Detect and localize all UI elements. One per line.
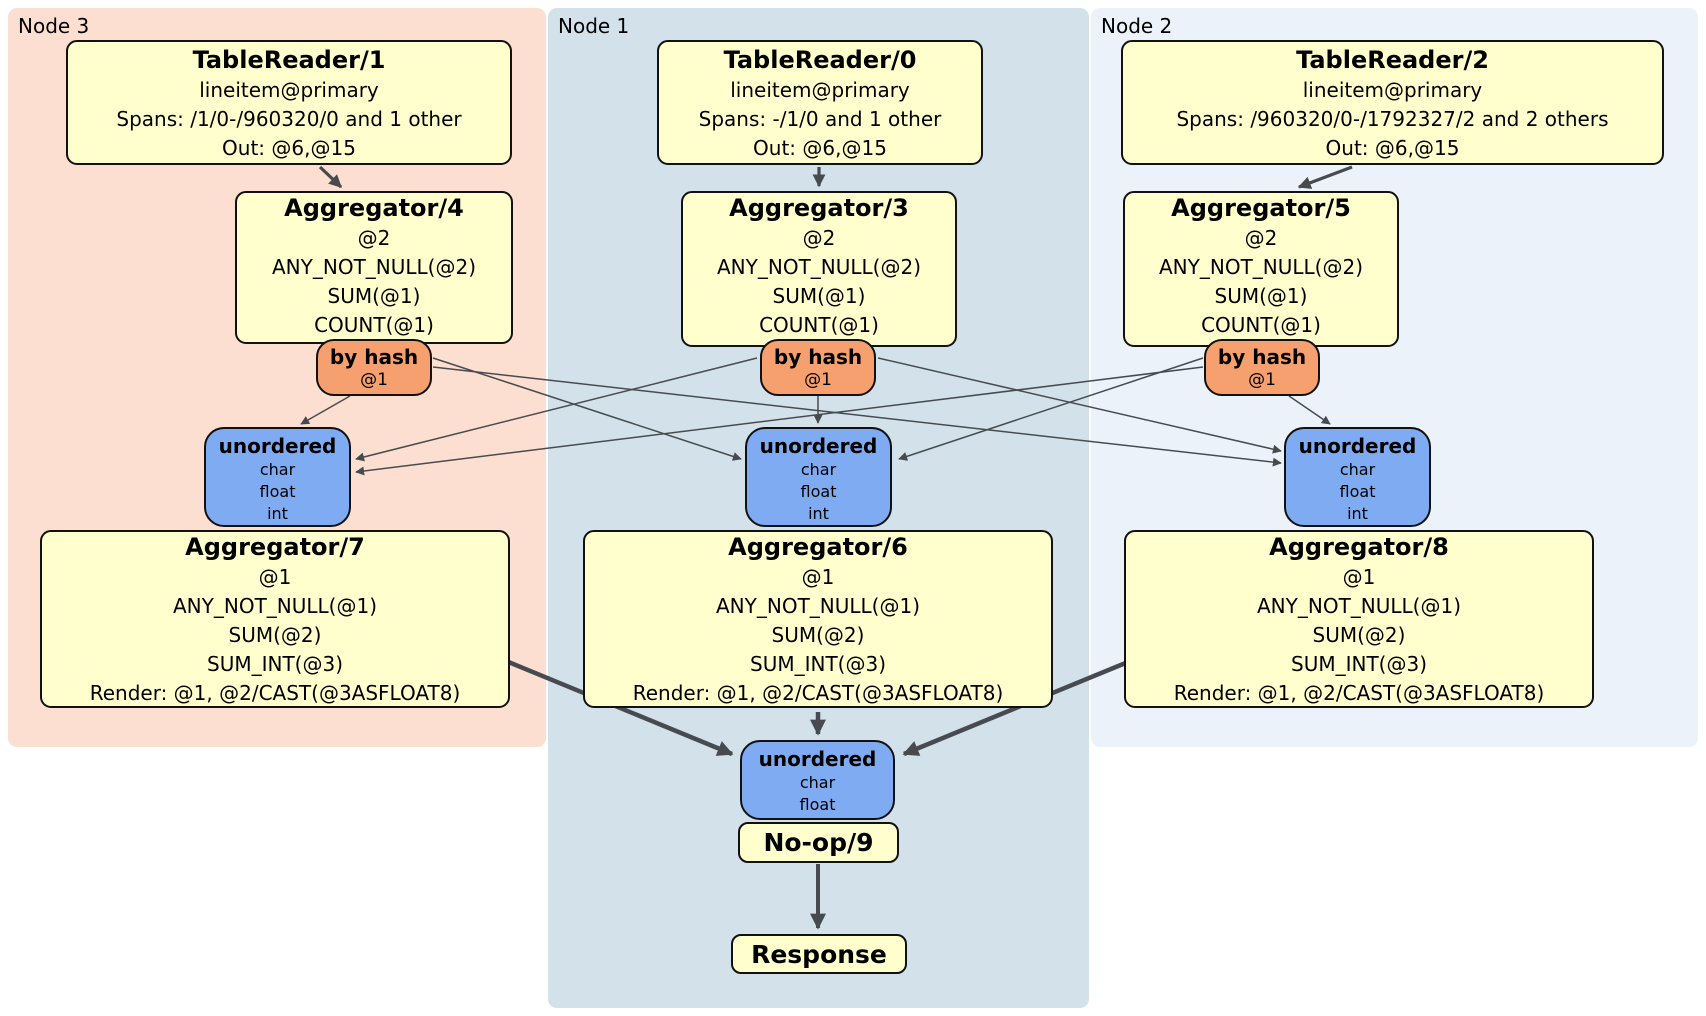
- node-detail: Out: @6,@15: [222, 136, 356, 160]
- router-title: by hash: [1217, 345, 1307, 369]
- node-detail: Render: @1, @2/CAST(@3ASFLOAT8): [89, 681, 461, 705]
- edge-hashM-syncR: [877, 357, 1282, 454]
- node-detail: SUM(@1): [1214, 284, 1308, 308]
- sync-type: char: [259, 460, 296, 479]
- edge-hashL-syncM: [432, 357, 742, 461]
- sync-title: unordered: [758, 747, 877, 771]
- sync-unordered-right: unordered char float int: [1284, 427, 1431, 527]
- sync-title: unordered: [218, 434, 337, 458]
- node-detail: @2: [1244, 226, 1278, 250]
- router-title: by hash: [329, 345, 419, 369]
- node-title: TableReader/1: [192, 46, 386, 74]
- router-key: @1: [804, 370, 832, 390]
- node-title: Aggregator/3: [729, 194, 909, 222]
- node-detail: SUM(@1): [327, 284, 421, 308]
- node-detail: SUM_INT(@3): [1291, 652, 1427, 676]
- sync-type: float: [800, 482, 837, 501]
- node-detail: @1: [1342, 565, 1376, 589]
- node-detail: COUNT(@1): [759, 313, 879, 337]
- sync-type: float: [1339, 482, 1376, 501]
- sync-type: float: [799, 795, 836, 814]
- router-by-hash-left: by hash @1: [316, 339, 432, 396]
- node-detail: Spans: /960320/0-/1792327/2 and 2 others: [1176, 107, 1609, 131]
- panel-node-2-label: Node 2: [1101, 14, 1173, 38]
- node-title: Aggregator/4: [284, 194, 464, 222]
- node-detail: @1: [258, 565, 292, 589]
- node-title: Aggregator/8: [1269, 533, 1449, 561]
- edge-tr1-agg4: [318, 165, 343, 189]
- sync-type: int: [1347, 504, 1368, 523]
- node-tablereader-1: TableReader/1 lineitem@primary Spans: /1…: [66, 40, 512, 165]
- node-detail: Out: @6,@15: [753, 136, 887, 160]
- node-detail: Render: @1, @2/CAST(@3ASFLOAT8): [632, 681, 1004, 705]
- node-tablereader-0: TableReader/0 lineitem@primary Spans: -/…: [657, 40, 983, 165]
- sync-unordered-middle: unordered char float int: [745, 427, 892, 527]
- sync-type: char: [799, 773, 836, 792]
- node-detail: ANY_NOT_NULL(@1): [173, 594, 377, 618]
- node-detail: ANY_NOT_NULL(@2): [717, 255, 921, 279]
- router-key: @1: [1248, 370, 1276, 390]
- sync-unordered-final: unordered char float: [740, 740, 895, 820]
- node-aggregator-4: Aggregator/4 @2 ANY_NOT_NULL(@2) SUM(@1)…: [235, 191, 513, 344]
- sync-title: unordered: [759, 434, 878, 458]
- panel-node-1-label: Node 1: [558, 14, 630, 38]
- node-detail: Spans: -/1/0 and 1 other: [698, 107, 942, 131]
- node-detail: SUM(@2): [771, 623, 865, 647]
- edge-hashR-syncM: [898, 357, 1204, 461]
- edge-hashR-syncL: [355, 366, 1204, 476]
- sync-unordered-left: unordered char float int: [204, 427, 351, 527]
- node-title: TableReader/2: [1296, 46, 1489, 74]
- router-title: by hash: [773, 345, 863, 369]
- sync-type: int: [808, 504, 829, 523]
- edge-agg8-syncFinal: [902, 659, 1129, 757]
- node-detail: ANY_NOT_NULL(@1): [716, 594, 920, 618]
- node-title: Aggregator/6: [728, 533, 908, 561]
- node-detail: COUNT(@1): [314, 313, 434, 337]
- node-detail: @2: [802, 226, 836, 250]
- node-detail: SUM(@2): [1312, 623, 1406, 647]
- node-detail: @1: [801, 565, 835, 589]
- node-aggregator-5: Aggregator/5 @2 ANY_NOT_NULL(@2) SUM(@1)…: [1123, 191, 1399, 347]
- node-tablereader-2: TableReader/2 lineitem@primary Spans: /9…: [1121, 40, 1664, 165]
- node-aggregator-6: Aggregator/6 @1 ANY_NOT_NULL(@1) SUM(@2)…: [583, 530, 1053, 708]
- router-by-hash-middle: by hash @1: [760, 339, 876, 396]
- edge-hashM-syncL: [355, 357, 758, 462]
- edge-tr2-agg5: [1297, 165, 1353, 189]
- node-detail: lineitem@primary: [199, 78, 379, 102]
- node-detail: @2: [357, 226, 391, 250]
- node-detail: Spans: /1/0-/960320/0 and 1 other: [116, 107, 462, 131]
- node-response: Response: [731, 934, 907, 974]
- node-title: Aggregator/5: [1171, 194, 1351, 222]
- node-detail: SUM(@1): [772, 284, 866, 308]
- node-detail: ANY_NOT_NULL(@2): [272, 255, 476, 279]
- panel-node-3-label: Node 3: [18, 14, 90, 38]
- node-detail: SUM(@2): [228, 623, 322, 647]
- sync-type: char: [800, 460, 837, 479]
- node-detail: SUM_INT(@3): [750, 652, 886, 676]
- node-detail: SUM_INT(@3): [207, 652, 343, 676]
- node-detail: COUNT(@1): [1201, 313, 1321, 337]
- node-detail: ANY_NOT_NULL(@1): [1257, 594, 1461, 618]
- node-detail: ANY_NOT_NULL(@2): [1159, 255, 1363, 279]
- node-aggregator-3: Aggregator/3 @2 ANY_NOT_NULL(@2) SUM(@1)…: [681, 191, 957, 347]
- node-detail: Render: @1, @2/CAST(@3ASFLOAT8): [1173, 681, 1545, 705]
- node-title: Aggregator/7: [185, 533, 365, 561]
- sync-type: int: [267, 504, 288, 523]
- router-key: @1: [360, 370, 388, 390]
- node-noop-9: No-op/9: [738, 822, 899, 863]
- router-by-hash-right: by hash @1: [1204, 339, 1320, 396]
- node-title: TableReader/0: [723, 46, 917, 74]
- node-aggregator-8: Aggregator/8 @1 ANY_NOT_NULL(@1) SUM(@2)…: [1124, 530, 1594, 708]
- node-aggregator-7: Aggregator/7 @1 ANY_NOT_NULL(@1) SUM(@2)…: [40, 530, 510, 708]
- sync-title: unordered: [1298, 434, 1417, 458]
- node-detail: lineitem@primary: [1302, 78, 1483, 102]
- edge-hashR-syncR: [1288, 395, 1331, 425]
- node-detail: lineitem@primary: [730, 78, 910, 102]
- node-detail: Out: @6,@15: [1325, 136, 1460, 160]
- edge-hashL-syncR: [432, 366, 1282, 467]
- edge-hashL-syncL: [300, 395, 351, 425]
- sync-type: float: [259, 482, 296, 501]
- sync-type: char: [1339, 460, 1376, 479]
